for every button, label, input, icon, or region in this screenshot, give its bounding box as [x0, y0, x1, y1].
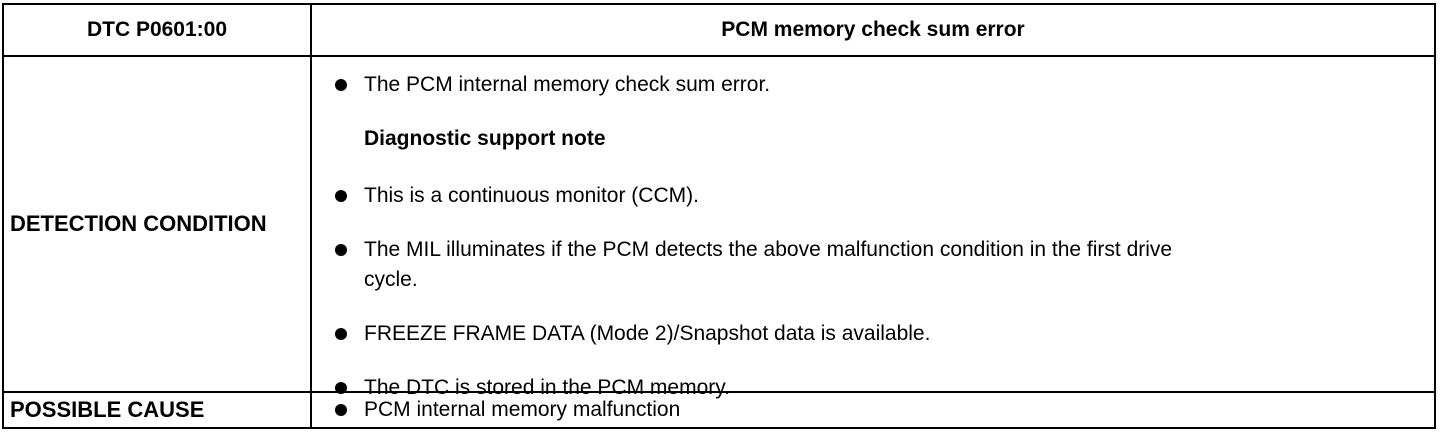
bullet-icon [335, 404, 347, 416]
possible-cause-content-cell: PCM internal memory malfunction [310, 391, 1436, 429]
detection-content-cell: The PCM internal memory check sum error.… [310, 55, 1436, 399]
list-item: PCM internal memory malfunction [335, 395, 680, 425]
dtc-table: DTC P0601:00 PCM memory check sum error … [2, 3, 1436, 429]
list-item: This is a continuous monitor (CCM). [335, 181, 699, 211]
possible-cause-label-cell: POSSIBLE CAUSE [2, 391, 312, 429]
possible-cause-row: POSSIBLE CAUSE PCM internal memory malfu… [2, 391, 1436, 429]
detection-label: DETECTION CONDITION [10, 211, 267, 236]
bullet-icon [335, 244, 347, 256]
bullet-icon [335, 79, 347, 91]
bullet-icon [335, 382, 347, 394]
header-row: DTC P0601:00 PCM memory check sum error [2, 3, 1436, 57]
bullet-icon [335, 328, 347, 340]
detection-row: DETECTION CONDITION The PCM internal mem… [2, 55, 1436, 399]
detection-label-cell: DETECTION CONDITION [2, 55, 312, 393]
dtc-code: DTC P0601:00 [86, 18, 228, 41]
list-item: FREEZE FRAME DATA (Mode 2)/Snapshot data… [335, 319, 930, 349]
list-item: The PCM internal memory check sum error. [335, 70, 770, 100]
possible-cause-label: POSSIBLE CAUSE [10, 397, 205, 422]
dtc-title: PCM memory check sum error [721, 18, 1025, 41]
dtc-title-header: PCM memory check sum error [310, 3, 1436, 57]
diagnostic-note-heading: Diagnostic support note [364, 127, 606, 150]
bullet-icon [335, 190, 347, 202]
list-item-continuation: cycle. [364, 268, 418, 291]
dtc-code-header: DTC P0601:00 [2, 3, 312, 57]
list-item: The MIL illuminates if the PCM detects t… [335, 235, 1172, 265]
